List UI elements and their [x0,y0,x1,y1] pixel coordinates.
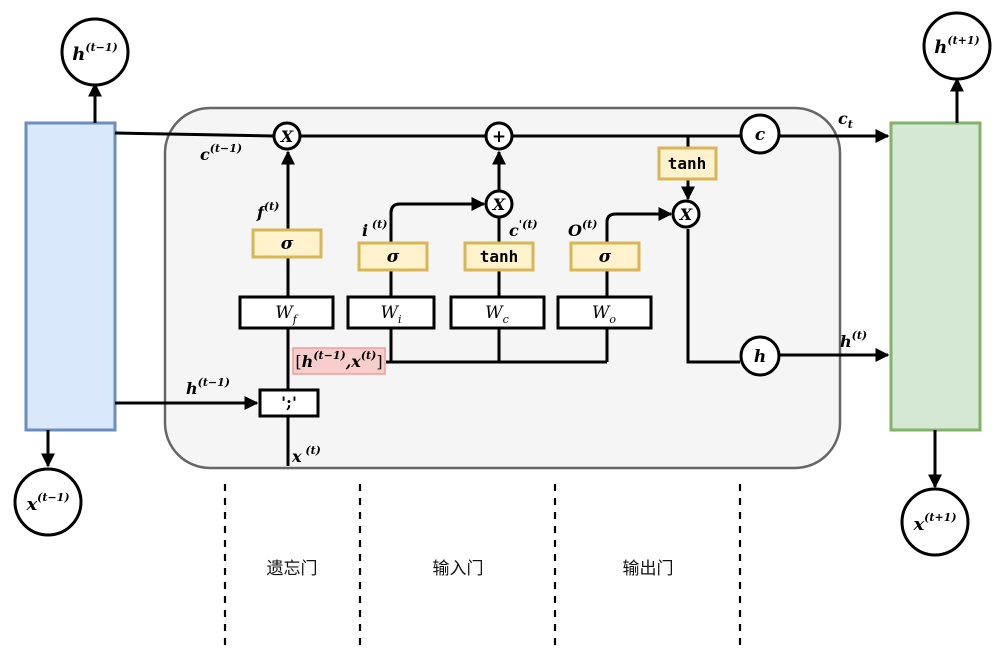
label-f-t: f(t) [256,200,279,222]
label-c-prev: c(t−1) [200,142,242,164]
svg-text:X: X [492,195,506,214]
svg-text:[h(t−1),x(t)]: [h(t−1),x(t)] [295,349,382,371]
label-h-t: h(t) [840,329,867,351]
svg-text:σ: σ [599,247,612,267]
svg-text:Wi: Wi [380,303,401,326]
next-cell-block [889,121,982,432]
prev-cell-block [24,121,117,432]
svg-text:c: c [755,125,766,145]
gate-label-output: 输出门 [623,559,674,579]
svg-text:h(t+1): h(t+1) [934,34,979,58]
output-sigma-box: σ [569,241,641,272]
weight-box-c: Wc [449,295,546,330]
lstm-core-box [163,106,842,470]
label-h-prev: h(t−1) [186,376,230,398]
connections [41,77,964,489]
svg-text:tanh: tanh [480,247,519,266]
svg-text:x(t+1): x(t+1) [912,511,956,535]
forget-multiply-node: X [272,121,302,151]
weight-box-f: Wf [238,295,335,330]
label-c-t: ct [838,109,853,131]
svg-text:';': ';' [281,393,297,412]
svg-text:x(t−1): x(t−1) [25,491,69,515]
weight-box-o: Wo [556,295,653,330]
forget-sigma-box: σ [251,228,323,259]
label-c-tilde: c'(t) [509,218,538,240]
x-prev-input-node: x(t−1) [13,467,83,537]
input-multiply-node: X [484,189,514,219]
input-sigma-box: σ [357,241,429,272]
svg-text:+: + [492,127,506,147]
gate-label-forget: 遗忘门 [267,559,318,579]
svg-text:h(t−1): h(t−1) [72,41,117,65]
cell-state-node: c [739,113,781,155]
h-prev-output-node: h(t−1) [60,17,130,87]
label-o-t: O(t) [568,218,597,240]
output-multiply-node: X [671,199,701,229]
svg-text:h: h [754,347,766,367]
svg-text:σ: σ [281,234,294,254]
h-next-output-node: h(t+1) [922,11,992,81]
svg-text:Wc: Wc [485,303,509,326]
svg-text:X: X [280,127,294,146]
svg-text:Wf: Wf [275,303,298,326]
concat-operation-box: ';' [258,388,320,418]
label-i-t: i (t) [362,218,387,240]
weight-box-i: Wi [346,295,436,330]
gate-label-input: 输入门 [433,559,484,579]
cell-add-node: + [484,121,514,151]
concat-vector-label: [h(t−1),x(t)] [292,347,386,375]
cell-tanh-box: tanh [657,146,718,181]
svg-text:σ: σ [387,247,400,267]
svg-text:Wo: Wo [592,303,616,326]
label-x-t: x (t) [291,444,321,466]
svg-text:X: X [679,205,693,224]
hidden-state-node: h [739,335,781,377]
svg-text:tanh: tanh [668,154,707,173]
candidate-tanh-box: tanh [463,241,535,272]
x-next-input-node: x(t+1) [900,487,970,557]
